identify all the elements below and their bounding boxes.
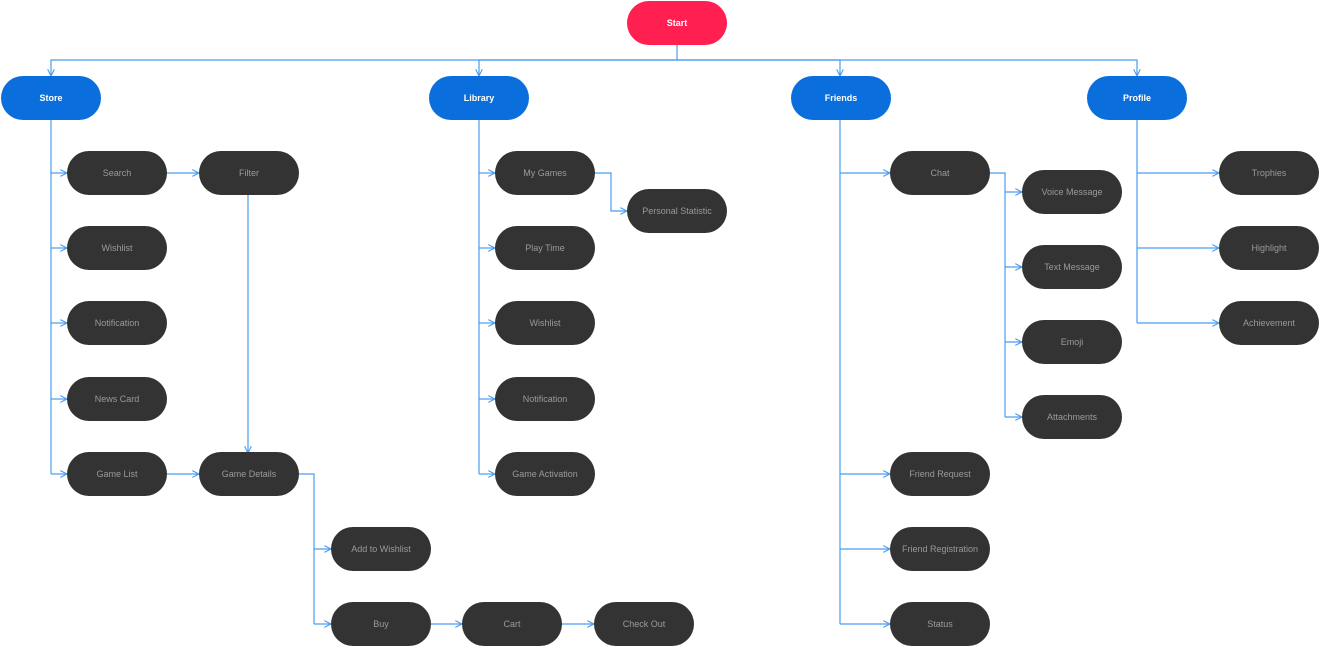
friends-text-message-node[interactable]: Text Message bbox=[1022, 245, 1122, 289]
edge-game-details-spine bbox=[298, 473, 315, 624]
store-game-list-node[interactable]: Game List bbox=[67, 452, 167, 496]
edge-start-profile bbox=[677, 59, 1137, 76]
edge-my-games-statistic bbox=[594, 172, 627, 211]
start-node[interactable]: Start bbox=[627, 1, 727, 45]
store-game-details-node[interactable]: Game Details bbox=[199, 452, 299, 496]
library-game-activation-node[interactable]: Game Activation bbox=[495, 452, 595, 496]
store-node[interactable]: Store bbox=[1, 76, 101, 120]
friends-chat-node[interactable]: Chat bbox=[890, 151, 990, 195]
profile-highlight-node[interactable]: Highlight bbox=[1219, 226, 1319, 270]
store-wishlist-node[interactable]: Wishlist bbox=[67, 226, 167, 270]
edge-chat-spine bbox=[989, 172, 1006, 417]
friends-status-node[interactable]: Status bbox=[890, 602, 990, 646]
friends-voice-message-node[interactable]: Voice Message bbox=[1022, 170, 1122, 214]
store-news-card-node[interactable]: News Card bbox=[67, 377, 167, 421]
profile-achievement-node[interactable]: Achievement bbox=[1219, 301, 1319, 345]
friends-node[interactable]: Friends bbox=[791, 76, 891, 120]
friends-emoji-node[interactable]: Emoji bbox=[1022, 320, 1122, 364]
edge-start-friends bbox=[677, 59, 840, 76]
store-notification-node[interactable]: Notification bbox=[67, 301, 167, 345]
friends-friend-request-node[interactable]: Friend Request bbox=[890, 452, 990, 496]
library-play-time-node[interactable]: Play Time bbox=[495, 226, 595, 270]
library-node[interactable]: Library bbox=[429, 76, 529, 120]
library-personal-statistic-node[interactable]: Personal Statistic bbox=[627, 189, 727, 233]
friends-friend-registration-node[interactable]: Friend Registration bbox=[890, 527, 990, 571]
store-check-out-node[interactable]: Check Out bbox=[594, 602, 694, 646]
store-add-to-wishlist-node[interactable]: Add to Wishlist bbox=[331, 527, 431, 571]
library-notification-node[interactable]: Notification bbox=[495, 377, 595, 421]
store-cart-node[interactable]: Cart bbox=[462, 602, 562, 646]
library-wishlist-node[interactable]: Wishlist bbox=[495, 301, 595, 345]
friends-attachments-node[interactable]: Attachments bbox=[1022, 395, 1122, 439]
library-my-games-node[interactable]: My Games bbox=[495, 151, 595, 195]
store-filter-node[interactable]: Filter bbox=[199, 151, 299, 195]
store-buy-node[interactable]: Buy bbox=[331, 602, 431, 646]
profile-node[interactable]: Profile bbox=[1087, 76, 1187, 120]
store-search-node[interactable]: Search bbox=[67, 151, 167, 195]
edge-start-store bbox=[51, 44, 678, 76]
edge-start-library bbox=[479, 59, 677, 76]
profile-trophies-node[interactable]: Trophies bbox=[1219, 151, 1319, 195]
